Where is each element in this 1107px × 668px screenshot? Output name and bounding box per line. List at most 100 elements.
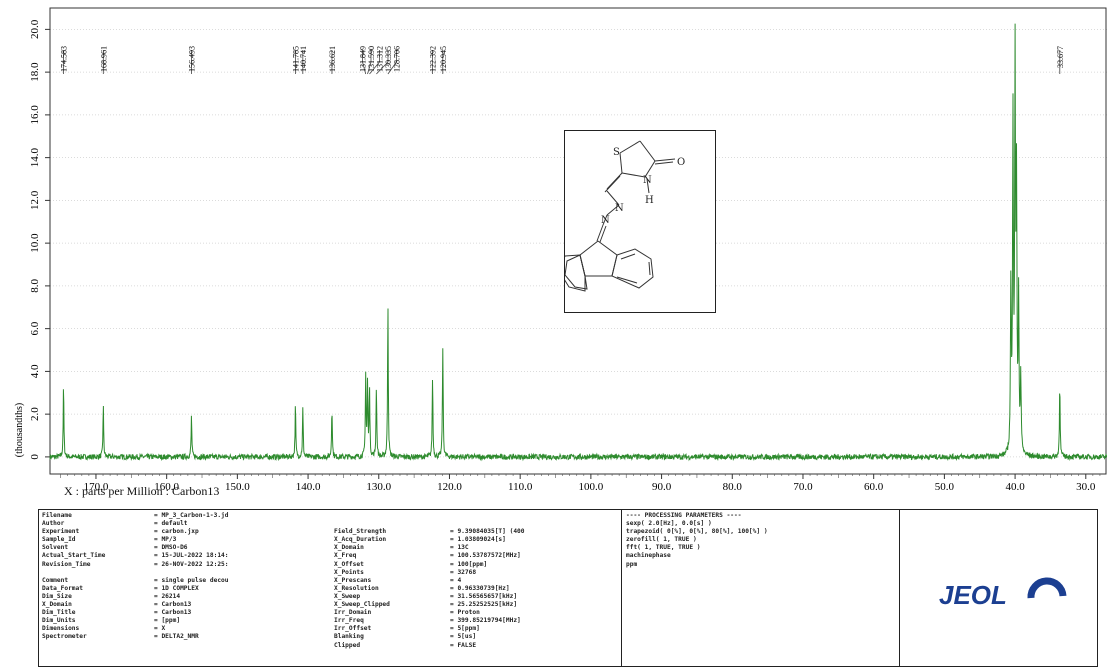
atom-s-label: S <box>613 147 620 158</box>
param-row: Dimensions= X <box>42 625 229 633</box>
x-tick-label: 50.0 <box>935 481 955 493</box>
atom-h-label: H <box>645 195 654 206</box>
x-tick-label: 160.0 <box>154 481 179 493</box>
peak-label: 120.945 <box>439 46 448 72</box>
param-value: = default <box>154 520 188 528</box>
param-key: Irr_Offset <box>334 625 372 633</box>
param-row: Comment= single pulse decou <box>42 577 229 585</box>
peak-label: 168.961 <box>99 46 108 72</box>
param-key: Clipped <box>334 641 361 649</box>
param-value: = 31.56565657[kHz] <box>450 592 518 600</box>
processing-line: trapezoid( 0[%], 0[%], 80[%], 100[%] ) <box>626 528 768 536</box>
param-row: Data_Format = 1D COMPLEX <box>42 585 229 593</box>
param-row: X_Points = 32768 <box>334 569 525 577</box>
atom-n3-label: N <box>601 215 610 226</box>
structure-drawing: S N H O N N <box>558 140 685 292</box>
peak-label-leader <box>376 61 389 75</box>
peak-label-leader <box>367 61 372 75</box>
peak-label: 33.677 <box>1056 46 1065 68</box>
y-tick-label: 4.0 <box>29 364 41 378</box>
param-row: Dim_Size= 26214 <box>42 593 229 601</box>
y-axis-label: (thousandths) <box>14 403 25 457</box>
param-row: X_Resolution = 0.96330739[Hz] <box>334 585 525 593</box>
param-value: = 13C <box>450 544 469 552</box>
param-value: = 1D COMPLEX <box>154 584 199 592</box>
param-key: Dim_Units <box>42 617 76 625</box>
param-key: Actual_Start_Time <box>42 552 106 560</box>
y-tick-label: 10.0 <box>29 233 41 253</box>
param-row: Actual_Start_Time= 15-JUL-2022 18:14: <box>42 552 229 560</box>
param-value: = 0.96330739[Hz] <box>450 584 510 592</box>
param-key: Data_Format <box>42 584 83 592</box>
param-key: X_Prescans <box>334 576 372 584</box>
param-key: X_Acq_Duration <box>334 536 387 544</box>
atom-n2-label: N <box>615 203 624 214</box>
y-tick-label: 20.0 <box>29 19 41 39</box>
param-key: Dim_Size <box>42 592 72 600</box>
param-row: Solvent= DMSO-D6 <box>42 544 229 552</box>
param-key: X_Resolution <box>334 584 379 592</box>
param-key: X_Points <box>334 568 364 576</box>
x-tick-label: 150.0 <box>225 481 250 493</box>
peak-label: 131.849 <box>359 46 368 72</box>
jeol-logo: JEOL <box>935 568 1080 618</box>
peak-label: 128.706 <box>392 46 401 72</box>
param-value: = 5[ppm] <box>450 625 480 633</box>
param-row: Irr_Domain = Proton <box>334 609 525 617</box>
peak-label: 131.590 <box>367 46 376 72</box>
y-tick-label: 12.0 <box>29 190 41 210</box>
param-key: X_Sweep_Clipped <box>334 601 390 609</box>
param-row: Field_Strength= 9.39084035[T] (400 <box>334 528 525 536</box>
y-tick-label: 8.0 <box>29 279 41 293</box>
peak-label: 156.493 <box>187 46 196 72</box>
x-tick-label: 120.0 <box>437 481 462 493</box>
param-key: Author <box>42 520 65 528</box>
param-row: Spectrometer= DELTA2_NMR <box>42 633 229 641</box>
peak-label: 174.583 <box>60 46 69 72</box>
param-row: Revision_Time= 26-NOV-2022 12:25: <box>42 561 229 569</box>
param-key: Experiment <box>42 528 80 536</box>
plot-frame <box>49 7 1107 475</box>
x-axis-title: X : parts per Million : Carbon13 <box>64 484 220 498</box>
processing-line: zerofill( 1, TRUE ) <box>626 536 697 544</box>
x-tick-label: 130.0 <box>366 481 391 493</box>
processing-parameters-column: ---- PROCESSING PARAMETERS ----sexp( 2.0… <box>626 512 768 569</box>
x-tick-label: 60.0 <box>864 481 884 493</box>
param-key: Solvent <box>42 544 69 552</box>
param-key: Irr_Domain <box>334 609 372 617</box>
param-value: = 100[ppm] <box>450 560 488 568</box>
jeol-logo-swoosh-icon <box>1027 577 1067 599</box>
param-row: Experiment = carbon.jxp <box>42 528 229 536</box>
peak-label-leader <box>387 61 397 75</box>
param-value: = carbon.jxp <box>154 528 199 536</box>
param-key: Spectrometer <box>42 633 87 641</box>
param-row: X_Prescans= 4 <box>334 577 525 585</box>
processing-line: fft( 1, TRUE, TRUE ) <box>626 544 701 552</box>
peak-label: 141.785 <box>291 46 300 72</box>
x-tick-label: 170.0 <box>84 481 109 493</box>
param-key: Dim_Title <box>42 609 76 617</box>
x-tick-label: 100.0 <box>578 481 603 493</box>
params-divider-2 <box>899 510 900 666</box>
x-tick-label: 110.0 <box>508 481 533 493</box>
param-row: X_Domain = Carbon13 <box>42 601 229 609</box>
param-value: = Carbon13 <box>154 601 192 609</box>
y-tick-label: 0 <box>29 454 41 460</box>
param-value: = 9.39084035[T] (400 <box>450 528 525 536</box>
processing-line: ppm <box>626 560 638 568</box>
param-row: X_Freq= 100.53787572[MHz] <box>334 552 525 560</box>
param-key: Irr_Freq <box>334 617 364 625</box>
y-tick-label: 2.0 <box>29 407 41 421</box>
param-key: X_Domain <box>42 601 72 609</box>
param-key: Comment <box>42 576 69 584</box>
y-tick-label: 14.0 <box>29 148 41 168</box>
param-value: = Proton <box>450 609 480 617</box>
param-value: = FALSE <box>450 641 477 649</box>
x-tick-label: 70.0 <box>793 481 813 493</box>
param-value: = 32768 <box>450 568 477 576</box>
param-key: X_Freq <box>334 552 357 560</box>
atom-n1-label: N <box>643 175 652 186</box>
param-row: Blanking= 5[us] <box>334 633 525 641</box>
